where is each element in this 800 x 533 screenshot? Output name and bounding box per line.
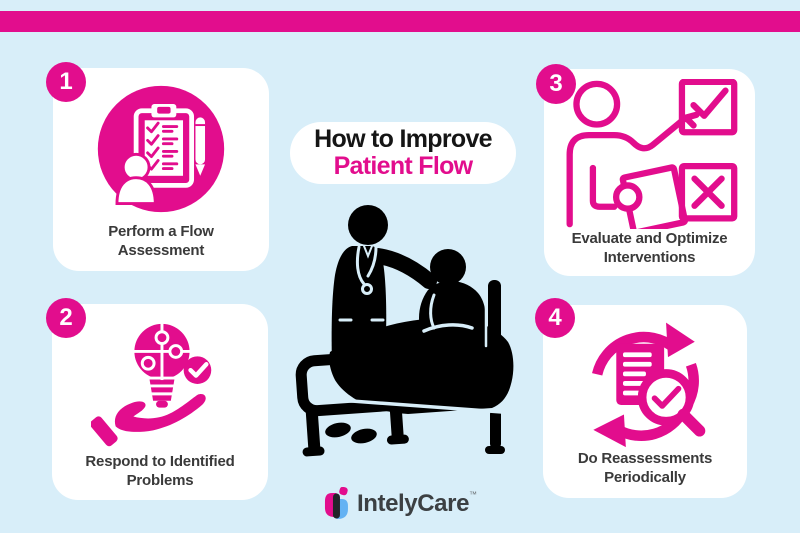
step-3-icon-wrap <box>558 69 742 229</box>
lightbulb-puzzle-hand-icon <box>91 322 212 447</box>
step-3-card: Evaluate and Optimize Interventions <box>544 69 755 276</box>
step-3-number-badge: 3 <box>536 64 576 104</box>
center-illustration <box>288 200 523 467</box>
step-2-card: Respond to Identified Problems <box>52 304 268 500</box>
top-accent-bar <box>0 11 800 32</box>
step-3-caption-line1: Evaluate and Optimize <box>571 230 728 247</box>
step-1-number-badge: 1 <box>46 62 86 102</box>
step-1-card: Perform a Flow Assessment <box>53 68 269 271</box>
step-2-number-badge: 2 <box>46 298 86 338</box>
step-4-caption-line1: Do Reassessments <box>577 450 713 467</box>
step-2-caption-line2: Problems <box>126 472 194 489</box>
step-2-caption-line1: Respond to Identified <box>85 453 235 470</box>
title-line1: How to Improve <box>314 125 492 153</box>
title-line2: Patient Flow <box>333 152 474 180</box>
person-checkbox-vote-icon <box>566 79 737 229</box>
step-1-caption: Perform a Flow Assessment <box>108 222 214 271</box>
brand-name: IntelyCare™ <box>357 490 477 518</box>
step-4-number: 4 <box>548 304 562 331</box>
clipboard-checklist-icon <box>97 85 225 213</box>
step-1-number: 1 <box>59 68 73 95</box>
step-3-number: 3 <box>549 70 563 97</box>
doctor-patient-bed-icon <box>295 205 514 457</box>
reassessment-cycle-magnifier-icon <box>592 322 706 448</box>
step-4-card: Do Reassessments Periodically <box>543 305 747 498</box>
brand-logo: IntelyCare™ <box>323 487 477 520</box>
step-4-caption: Do Reassessments Periodically <box>577 449 713 498</box>
step-3-caption: Evaluate and Optimize Interventions <box>572 229 728 278</box>
step-2-caption: Respond to Identified Problems <box>85 452 234 501</box>
step-2-icon-wrap <box>91 304 229 452</box>
step-1-icon-wrap <box>94 68 228 222</box>
brand-name-text: IntelyCare <box>356 489 470 517</box>
title-pill: How to Improve Patient Flow <box>290 122 516 184</box>
step-4-caption-line2: Periodically <box>604 469 686 486</box>
step-3-caption-line2: Interventions <box>603 249 696 266</box>
step-1-caption-line1: Perform a Flow <box>108 223 214 240</box>
step-2-number: 2 <box>59 304 73 331</box>
step-4-icon-wrap <box>578 305 712 449</box>
trademark-symbol: ™ <box>469 489 478 499</box>
step-4-number-badge: 4 <box>535 298 575 338</box>
step-1-caption-line2: Assessment <box>117 242 205 259</box>
intelycare-logo-icon <box>324 487 348 519</box>
